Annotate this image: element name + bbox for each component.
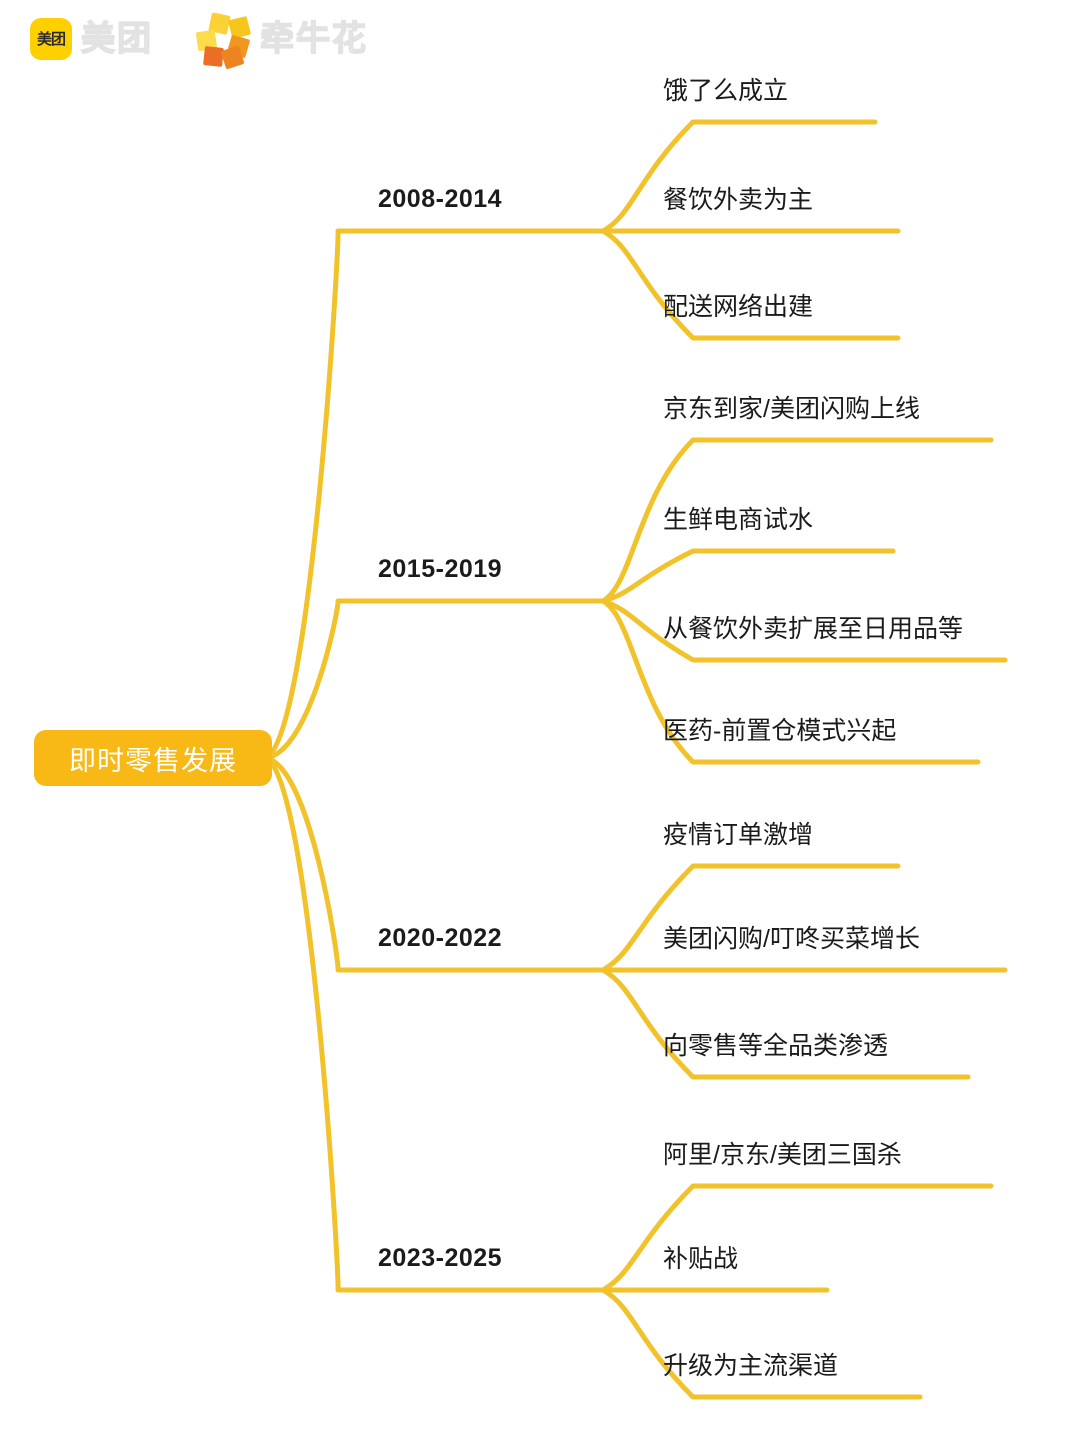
leaf-label-1-3[interactable]: 配送网络出建	[663, 293, 814, 321]
leaf-label-2-1[interactable]: 京东到家/美团闪购上线	[663, 395, 920, 423]
branch-label-2020-2022[interactable]: 2020-2022	[378, 924, 503, 952]
leaf-line-2-4	[600, 598, 981, 765]
leaf-label-3-2[interactable]: 美团闪购/叮咚买菜增长	[663, 925, 920, 953]
branch-trunk-1	[263, 228, 606, 761]
meituan-app-icon: 美团	[30, 18, 72, 60]
leaf-label-2-3[interactable]: 从餐饮外卖扩展至日用品等	[663, 615, 964, 643]
branch-label-2008-2014[interactable]: 2008-2014	[378, 185, 503, 213]
meituan-logo: 美团 美团	[30, 18, 153, 60]
leaf-label-2-4[interactable]: 医药-前置仓模式兴起	[663, 717, 897, 745]
leaf-label-4-2[interactable]: 补贴战	[663, 1245, 739, 1273]
branch-trunk-4	[263, 755, 606, 1293]
logo-header: 美团 美团 牵牛花	[0, 0, 1080, 78]
leaf-line-2-2	[600, 548, 896, 604]
leaf-line-2-1	[600, 437, 994, 604]
leaf-label-4-1[interactable]: 阿里/京东/美团三国杀	[663, 1141, 902, 1169]
branch-label-2023-2025[interactable]: 2023-2025	[378, 1244, 503, 1272]
leaf-line-4-1	[600, 1183, 994, 1293]
leaf-line-3-3	[600, 967, 971, 1080]
leaf-label-1-1[interactable]: 饿了么成立	[663, 77, 789, 105]
leaf-label-3-1[interactable]: 疫情订单激增	[663, 821, 814, 849]
leaf-label-1-2[interactable]: 餐饮外卖为主	[663, 186, 814, 214]
branch-trunk-3	[263, 755, 606, 973]
mindmap-root-node[interactable]: 即时零售发展	[34, 730, 272, 786]
leaf-label-3-3[interactable]: 向零售等全品类渗透	[663, 1032, 889, 1060]
leaf-label-4-3[interactable]: 升级为主流渠道	[663, 1352, 839, 1380]
leaf-line-4-3	[600, 1287, 923, 1400]
leaf-line-2-3	[600, 598, 1008, 663]
qianniuhua-wordmark: 牵牛花	[259, 20, 368, 58]
branch-trunk-2	[263, 598, 606, 761]
leaf-label-2-2[interactable]: 生鲜电商试水	[663, 506, 814, 534]
leaf-line-3-1	[600, 863, 901, 973]
leaf-line-1-3	[600, 228, 901, 341]
meituan-wordmark: 美团	[80, 20, 153, 58]
branch-label-2015-2019[interactable]: 2015-2019	[378, 555, 503, 583]
leaf-line-1-1	[600, 119, 878, 234]
qianniuhua-logo: 牵牛花	[195, 12, 368, 70]
